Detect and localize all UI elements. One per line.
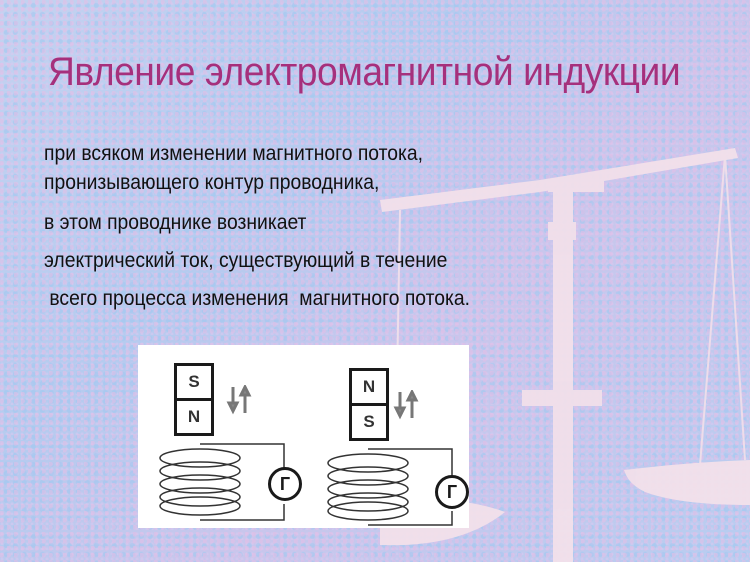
- double-arrow-icon: [226, 385, 252, 415]
- magnet-left-bottom-pole: N: [177, 398, 211, 433]
- magnet-right: N S: [349, 368, 389, 441]
- coil-icon: [159, 443, 285, 521]
- slide-body: при всяком изменении магнитного потока, …: [44, 140, 470, 318]
- body-line-4: электрический ток, существующий в течени…: [44, 249, 448, 272]
- galvanometer-left: Г: [268, 467, 302, 501]
- coil-icon: [327, 448, 453, 526]
- double-arrow-icon: [393, 390, 419, 420]
- body-line-1: при всяком изменении магнитного потока,: [44, 142, 423, 165]
- magnet-right-top-pole: N: [362, 377, 376, 396]
- magnet-left-top-pole: S: [188, 372, 200, 391]
- magnet-left: S N: [174, 363, 214, 436]
- body-line-5: всего процесса изменения магнитного пото…: [44, 287, 470, 310]
- slide-title: Явление электромагнитной индукции: [48, 50, 681, 94]
- body-line-2: пронизывающего контур проводника,: [44, 171, 380, 194]
- galvanometer-right: Г: [435, 475, 469, 509]
- body-line-3: в этом проводнике возникает: [44, 211, 307, 234]
- induction-diagram: S N Г N S: [138, 345, 469, 528]
- magnet-right-bottom-pole: S: [352, 403, 386, 438]
